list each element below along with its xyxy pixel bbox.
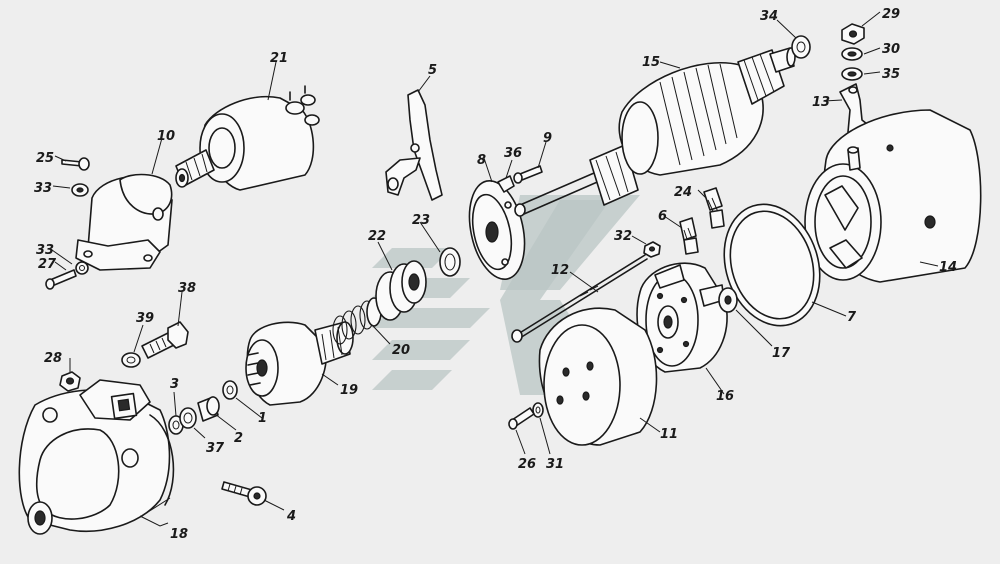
label-part-6: 6	[658, 209, 667, 224]
part-labels: 1 2 3 4 5 6 7 8 9 10 11 12 13 14 15 16 1…	[34, 7, 957, 542]
screw-part-27	[45, 269, 77, 290]
label-part-31: 31	[546, 457, 564, 472]
label-part-8: 8	[477, 153, 486, 168]
washer-part-33-lower	[75, 261, 89, 275]
label-part-25: 25	[36, 151, 54, 166]
label-part-21: 21	[270, 51, 288, 66]
bolt-part-38	[141, 321, 189, 359]
rear-cover-part-11	[538, 307, 658, 446]
tie-rod-part-12	[511, 254, 648, 343]
label-part-32: 32	[614, 229, 632, 244]
leader-lines	[51, 11, 939, 527]
brush-part-6	[679, 217, 699, 255]
washer-part-31	[532, 402, 544, 418]
drive-clutch-part-19	[245, 321, 354, 406]
nut-part-32	[643, 241, 661, 258]
ring-part-1	[222, 380, 238, 400]
cover-part-10	[75, 173, 173, 271]
label-part-37: 37	[206, 441, 225, 456]
washer-part-39	[121, 352, 141, 368]
screw-part-9	[513, 165, 543, 184]
label-part-10: 10	[157, 129, 175, 144]
label-part-34: 34	[760, 9, 778, 24]
label-part-29: 29	[882, 7, 900, 22]
label-part-23: 23	[412, 213, 430, 228]
label-part-14: 14	[939, 260, 957, 275]
label-part-36: 36	[504, 146, 522, 161]
label-part-13: 13	[812, 95, 830, 110]
housing-part-14	[804, 109, 982, 283]
label-part-26: 26	[518, 457, 536, 472]
lever-part-5	[385, 89, 443, 201]
label-part-2: 2	[234, 431, 243, 446]
label-part-33-lower: 33	[36, 243, 54, 258]
label-part-28: 28	[44, 351, 62, 366]
screw-part-25	[61, 157, 90, 171]
label-part-18: 18	[170, 527, 188, 542]
label-part-27: 27	[38, 257, 57, 272]
bushing-part-2	[197, 396, 220, 422]
label-part-3: 3	[170, 377, 179, 392]
pin-part-4	[221, 481, 267, 506]
label-part-19: 19	[340, 383, 358, 398]
label-part-15: 15	[642, 55, 660, 70]
label-part-22: 22	[368, 229, 386, 244]
label-part-38: 38	[178, 281, 196, 296]
solenoid-part-21	[175, 85, 320, 191]
armature-part-15	[514, 47, 796, 217]
washer-part-37	[179, 407, 197, 429]
washer-part-34	[791, 35, 811, 59]
plate-part-8	[468, 179, 526, 281]
label-part-24: 24	[674, 185, 692, 200]
label-part-33-upper: 33	[34, 181, 52, 196]
ring-part-23	[439, 247, 461, 277]
sleeve-part-22	[375, 260, 427, 321]
label-part-7: 7	[847, 310, 857, 325]
label-part-11: 11	[660, 427, 678, 442]
gasket-part-7	[723, 203, 821, 327]
label-part-35: 35	[882, 67, 900, 82]
label-part-30: 30	[882, 42, 900, 57]
nut-part-29	[841, 23, 865, 45]
label-part-20: 20	[392, 343, 410, 358]
label-part-39: 39	[136, 311, 154, 326]
front-housing-part-18	[18, 379, 175, 535]
brush-holder-part-16	[636, 262, 728, 373]
washer-part-33-upper	[71, 183, 89, 197]
label-part-5: 5	[428, 63, 437, 78]
label-part-1: 1	[258, 411, 267, 426]
washer-part-35	[841, 67, 863, 81]
label-part-16: 16	[716, 389, 734, 404]
label-part-17: 17	[772, 346, 791, 361]
label-part-4: 4	[286, 509, 296, 524]
tab-part-17	[718, 287, 738, 313]
washer-part-30	[841, 47, 863, 61]
label-part-12: 12	[551, 263, 569, 278]
brush-part-24	[703, 187, 725, 229]
label-part-9: 9	[543, 131, 552, 146]
screw-part-26	[508, 407, 535, 430]
nut-part-28	[59, 371, 81, 392]
